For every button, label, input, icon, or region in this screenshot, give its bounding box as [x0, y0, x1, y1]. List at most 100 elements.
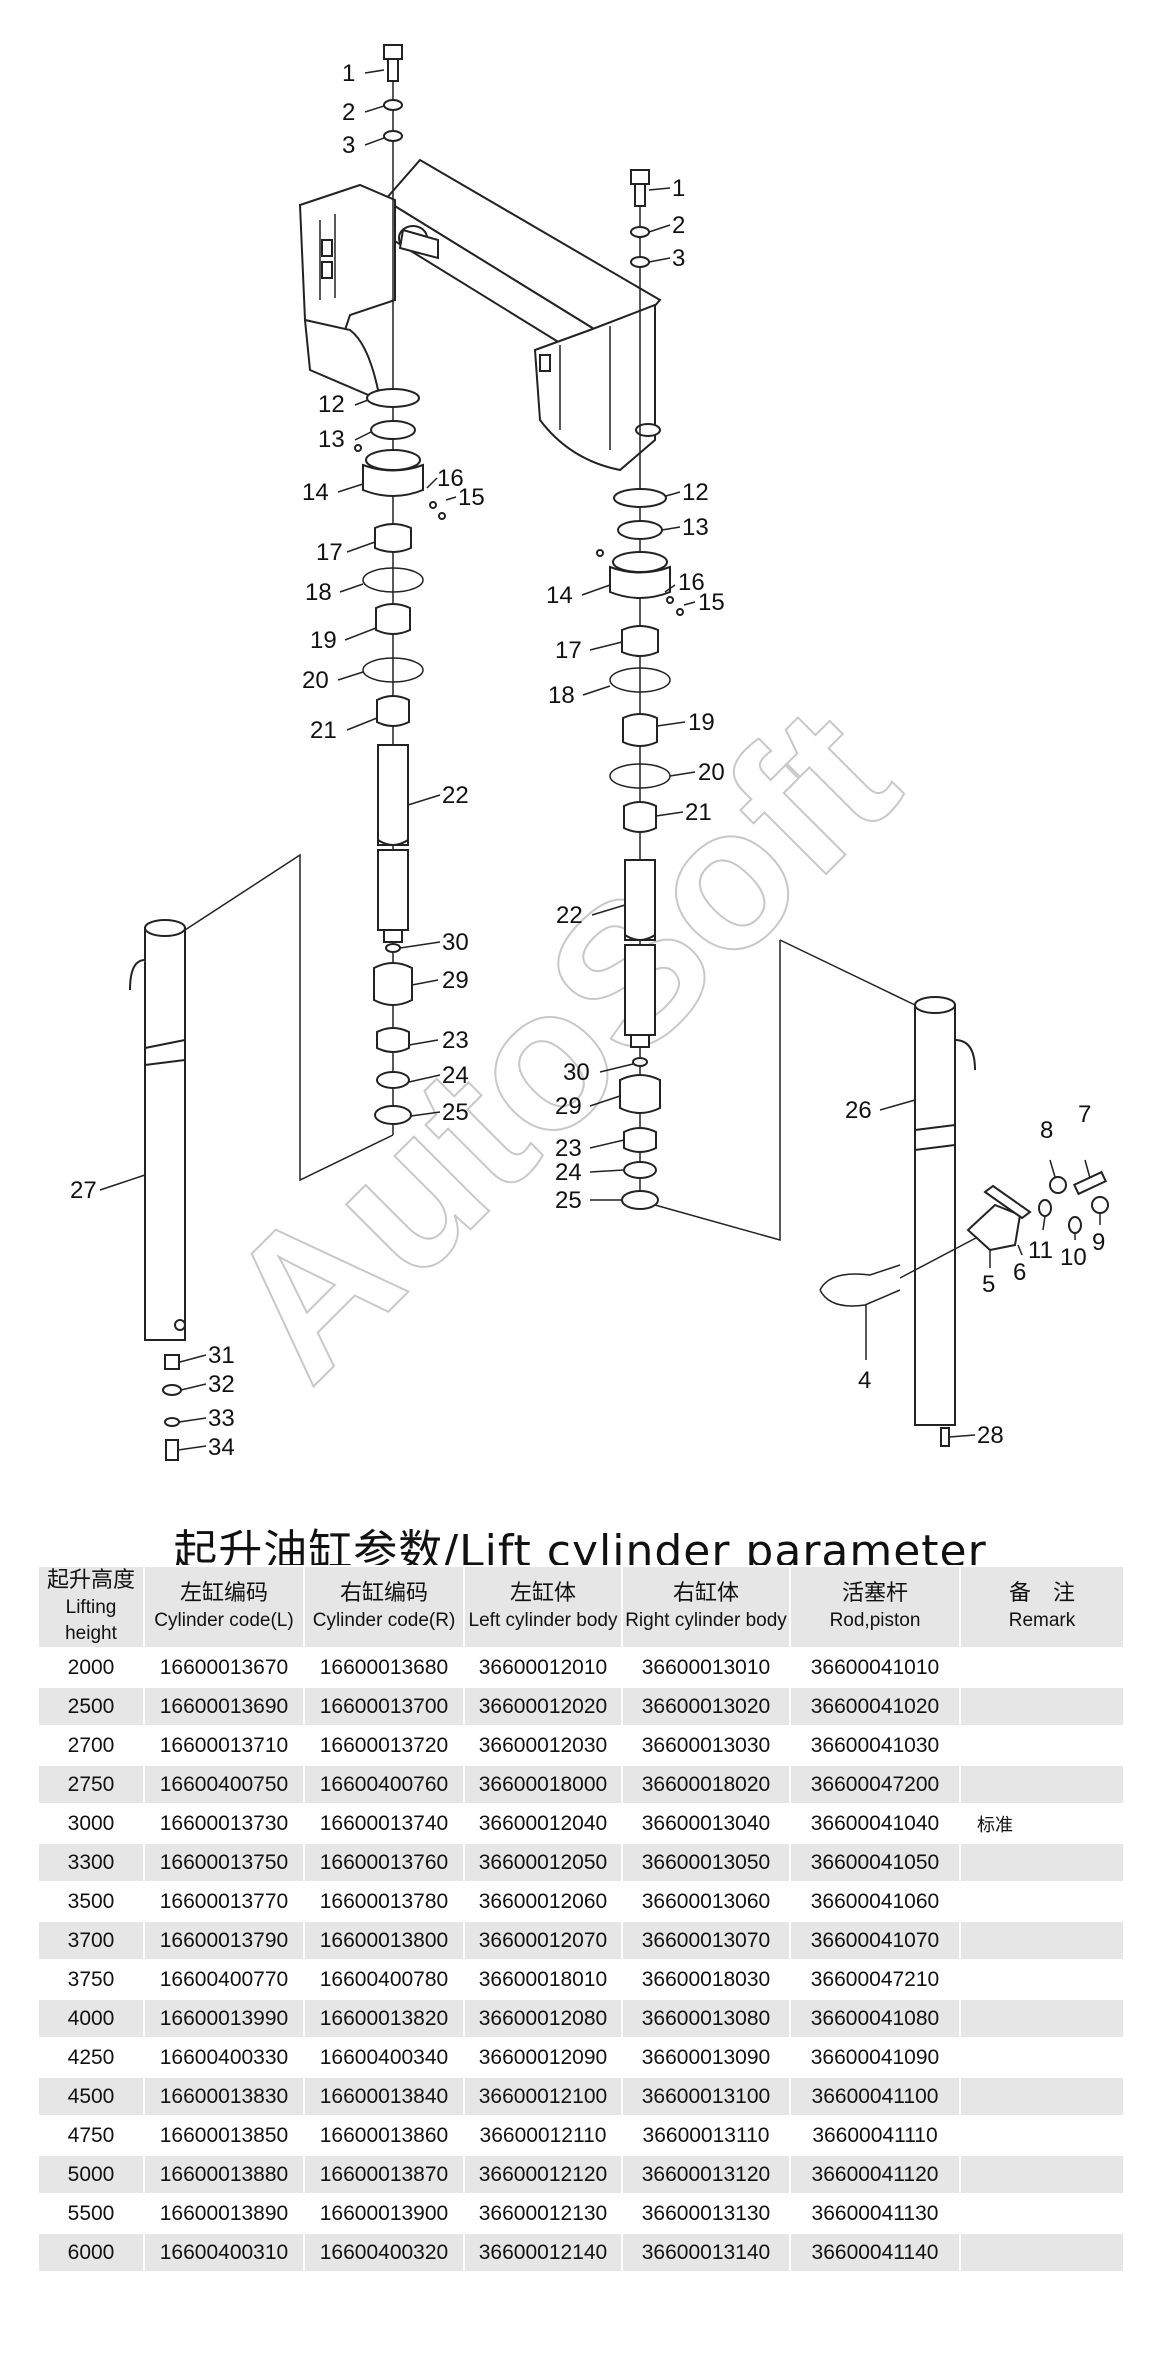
cell-cylinder-code-right: 16600013760: [303, 1842, 465, 1883]
cell-rod-piston: 36600041010: [789, 1647, 961, 1688]
cell-rod-piston: 36600041120: [789, 2154, 961, 2195]
cell-left-cylinder-body: 36600018000: [463, 1764, 623, 1805]
cell-cylinder-code-right: 16600400320: [303, 2232, 465, 2273]
cell-remark: [959, 2232, 1125, 2273]
callout-5: 5: [982, 1271, 995, 1298]
cell-rod-piston: 36600047200: [789, 1764, 961, 1805]
cell-lifting-height: 3300: [37, 1842, 145, 1883]
cell-remark: [959, 1647, 1125, 1688]
cell-lifting-height: 5500: [37, 2193, 145, 2234]
cell-cylinder-code-left: 16600013670: [143, 1647, 305, 1688]
cell-remark: [959, 1881, 1125, 1922]
cell-rod-piston: 36600041130: [789, 2193, 961, 2234]
cell-remark: [959, 2037, 1125, 2078]
callout-29: 29: [442, 967, 469, 994]
cell-left-cylinder-body: 36600012060: [463, 1881, 623, 1922]
callout-2: 2: [342, 99, 355, 126]
cell-right-cylinder-body: 36600013110: [621, 2115, 791, 2156]
cell-left-cylinder-body: 36600012120: [463, 2154, 623, 2195]
cell-cylinder-code-right: 16600400760: [303, 1764, 465, 1805]
cell-remark: [959, 2193, 1125, 2234]
cell-remark: [959, 1959, 1125, 2000]
cell-left-cylinder-body: 36600018010: [463, 1959, 623, 2000]
exploded-parts-diagram: AutoSoft: [70, 44, 1109, 1461]
callout-3b: 3: [672, 245, 685, 272]
cell-remark: [959, 1764, 1125, 1805]
cell-rod-piston: 36600041040: [789, 1803, 961, 1844]
cell-remark: [959, 1842, 1125, 1883]
cell-rod-piston: 36600041110: [789, 2115, 961, 2156]
callout-11: 11: [1028, 1237, 1053, 1264]
cell-remark: [959, 1998, 1125, 2039]
cell-cylinder-code-left: 16600013850: [143, 2115, 305, 2156]
cell-cylinder-code-left: 16600013750: [143, 1842, 305, 1883]
callout-3: 3: [342, 132, 355, 159]
cell-left-cylinder-body: 36600012080: [463, 1998, 623, 2039]
mast-frame: [298, 158, 662, 472]
callout-31: 31: [208, 1342, 235, 1369]
cell-right-cylinder-body: 36600013140: [621, 2232, 791, 2273]
callout-17: 17: [316, 539, 343, 566]
cell-cylinder-code-left: 16600013830: [143, 2076, 305, 2117]
cell-lifting-height: 2750: [37, 1764, 145, 1805]
cell-remark: [959, 2154, 1125, 2195]
callout-23: 23: [442, 1027, 469, 1054]
callout-26: 26: [845, 1097, 872, 1124]
callout-20: 20: [302, 667, 329, 694]
callout-18b: 18: [548, 682, 575, 709]
cell-cylinder-code-right: 16600013870: [303, 2154, 465, 2195]
cell-left-cylinder-body: 36600012110: [463, 2115, 623, 2156]
callout-12b: 12: [682, 479, 709, 506]
callout-17b: 17: [555, 637, 582, 664]
cell-lifting-height: 3700: [37, 1920, 145, 1961]
callout-13: 13: [318, 426, 345, 453]
cell-lifting-height: 4500: [37, 2076, 145, 2117]
callout-21: 21: [310, 717, 337, 744]
callout-30: 30: [442, 929, 469, 956]
cell-cylinder-code-right: 16600013820: [303, 1998, 465, 2039]
callout-14: 14: [302, 479, 329, 506]
callout-16b: 16: [678, 569, 705, 596]
cell-cylinder-code-left: 16600013770: [143, 1881, 305, 1922]
callout-9: 9: [1092, 1229, 1105, 1256]
cell-cylinder-code-left: 16600013710: [143, 1725, 305, 1766]
callout-24: 24: [442, 1062, 469, 1089]
callout-34: 34: [208, 1434, 235, 1461]
cell-cylinder-code-right: 16600400780: [303, 1959, 465, 2000]
cell-left-cylinder-body: 36600012140: [463, 2232, 623, 2273]
cell-left-cylinder-body: 36600012130: [463, 2193, 623, 2234]
cell-right-cylinder-body: 36600018030: [621, 1959, 791, 2000]
cell-cylinder-code-right: 16600013740: [303, 1803, 465, 1844]
callout-4: 4: [858, 1367, 871, 1394]
right-cylinder-body: [654, 939, 1109, 1447]
cell-right-cylinder-body: 36600013120: [621, 2154, 791, 2195]
callout-23b: 23: [555, 1135, 582, 1162]
callout-20b: 20: [698, 759, 725, 786]
callout-12: 12: [318, 391, 345, 418]
cell-rod-piston: 36600047210: [789, 1959, 961, 2000]
cell-left-cylinder-body: 36600012090: [463, 2037, 623, 2078]
cell-right-cylinder-body: 36600013080: [621, 1998, 791, 2039]
cell-cylinder-code-right: 16600400340: [303, 2037, 465, 2078]
cell-remark: [959, 1920, 1125, 1961]
cell-lifting-height: 4750: [37, 2115, 145, 2156]
callout-15b: 15: [698, 589, 725, 616]
watermark: AutoSoft: [183, 666, 938, 1421]
cell-cylinder-code-left: 16600400330: [143, 2037, 305, 2078]
right-cylinder-stack: [596, 169, 684, 1210]
cell-right-cylinder-body: 36600013130: [621, 2193, 791, 2234]
cell-left-cylinder-body: 36600012050: [463, 1842, 623, 1883]
